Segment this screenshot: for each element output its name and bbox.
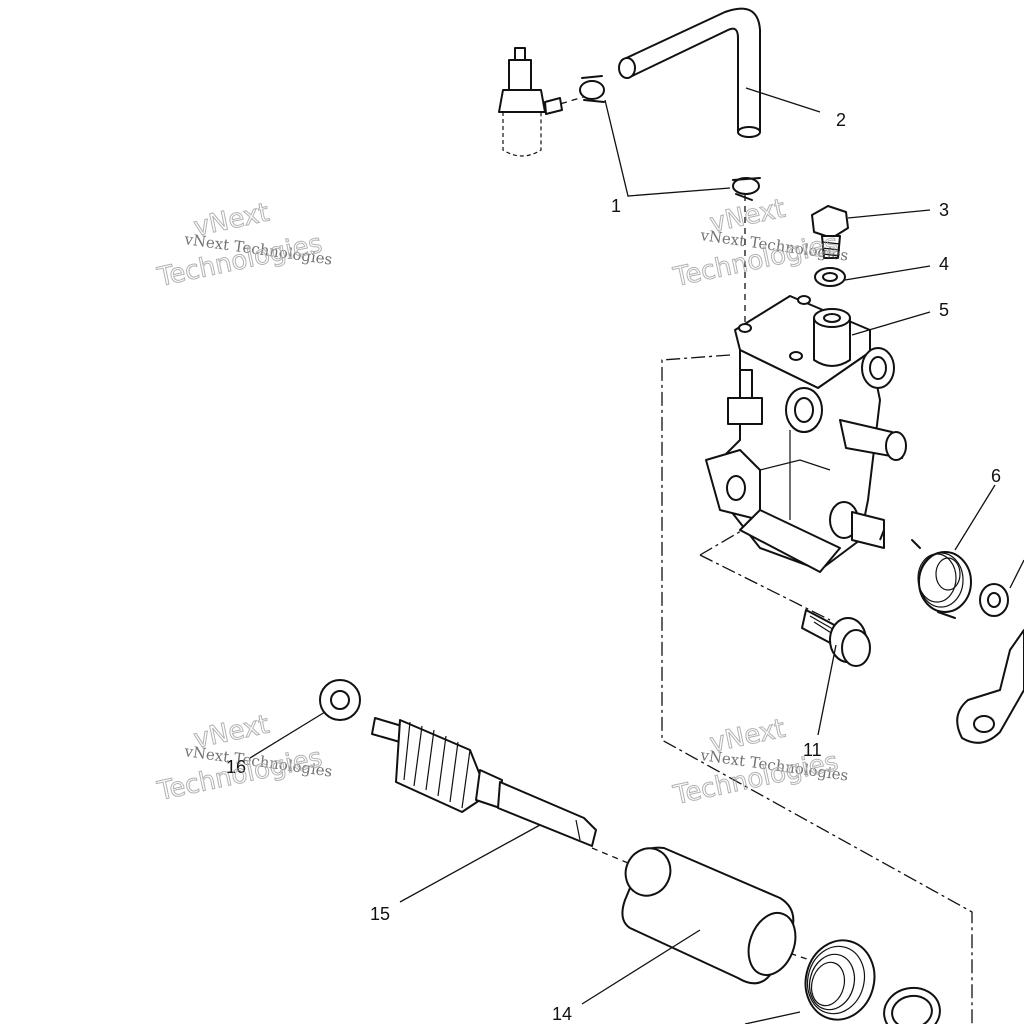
callout-3: 3 [939,200,949,220]
part-1-hose-clamp [579,75,761,201]
callout-14: 14 [552,1004,572,1024]
watermark-bottom-left: vNext Technologies vNext Technologies [154,709,334,807]
callout-1: 1 [611,196,621,216]
lower-spring [804,939,941,1024]
part-5-pump-body [705,295,907,573]
part-15-gear-shaft [371,717,597,847]
part-16-washer [319,679,361,721]
part-11-bolt [801,609,871,667]
part-3-bolt [811,205,849,259]
callout-labels: 1 2 3 4 5 6 11 14 15 16 [226,110,1001,1024]
callout-6: 6 [991,466,1001,486]
outlet-fitting [498,47,563,157]
leader-lines [249,87,1024,1024]
watermark-top-left: vNext Technologies vNext Technologies [154,197,334,293]
callout-5: 5 [939,300,949,320]
part-4-washer [814,267,846,287]
callout-15: 15 [370,904,390,924]
part-2-hose [618,7,761,138]
part-14-sleeve [621,846,797,985]
part-6-spring [911,539,1009,619]
callout-16: 16 [226,757,246,777]
watermark-bottom-right: vNext Technologies vNext Technologies [670,713,850,811]
callout-2: 2 [836,110,846,130]
callout-11: 11 [803,740,822,760]
callout-4: 4 [939,254,949,274]
lever-arm [956,629,1024,744]
